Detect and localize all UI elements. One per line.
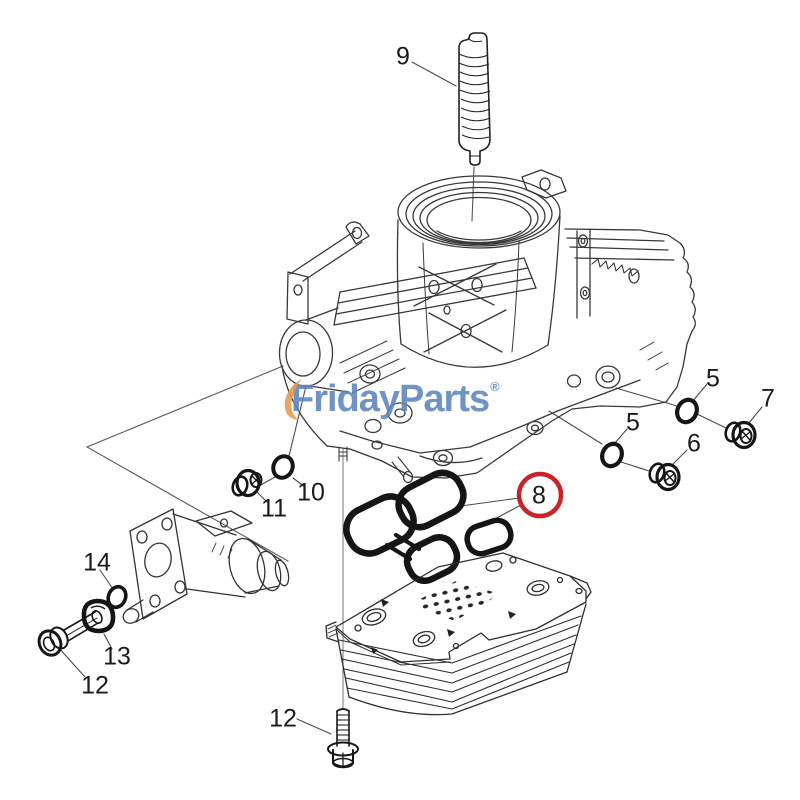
callout-12-left: 12 <box>81 671 109 700</box>
o-ring-5b-icon <box>600 441 624 469</box>
callout-8-highlighted: 8 <box>532 481 546 510</box>
callout-10: 10 <box>297 478 325 507</box>
valve-housing-assembly <box>122 508 290 624</box>
callout-14: 14 <box>83 548 111 577</box>
oil-cooler <box>325 552 592 716</box>
watermark-brand: Friday Parts ® <box>284 378 500 421</box>
gasket-set-icon <box>343 469 514 584</box>
hex-bolt-12-left-icon <box>37 610 103 657</box>
o-ring-14-icon <box>106 584 128 610</box>
hex-bolt-12-bottom-icon <box>327 708 359 769</box>
orange-swoosh-icon <box>284 378 302 420</box>
o-ring-10-icon <box>271 454 295 480</box>
callout-9: 9 <box>396 42 410 71</box>
cover-cap-13-icon <box>81 598 116 634</box>
screw-plug-7-icon <box>724 420 757 450</box>
watermark-word1: Friday <box>291 378 400 420</box>
callout-7: 7 <box>761 384 775 413</box>
callout-11: 11 <box>261 494 287 523</box>
callout-13: 13 <box>103 642 131 671</box>
watermark-word2: Parts <box>399 378 490 420</box>
callout-5-lower: 5 <box>626 408 640 437</box>
callout-5-upper: 5 <box>706 364 720 393</box>
registered-trademark-symbol: ® <box>490 379 500 394</box>
threaded-stud-icon <box>458 32 491 166</box>
main-housing <box>278 169 696 484</box>
callout-6: 6 <box>687 429 701 458</box>
screw-plug-6-icon <box>648 462 681 492</box>
o-ring-5a-icon <box>675 397 699 425</box>
screw-plug-11-icon <box>231 468 263 498</box>
highlight-circle <box>516 471 564 519</box>
callout-12-bottom: 12 <box>269 704 297 733</box>
